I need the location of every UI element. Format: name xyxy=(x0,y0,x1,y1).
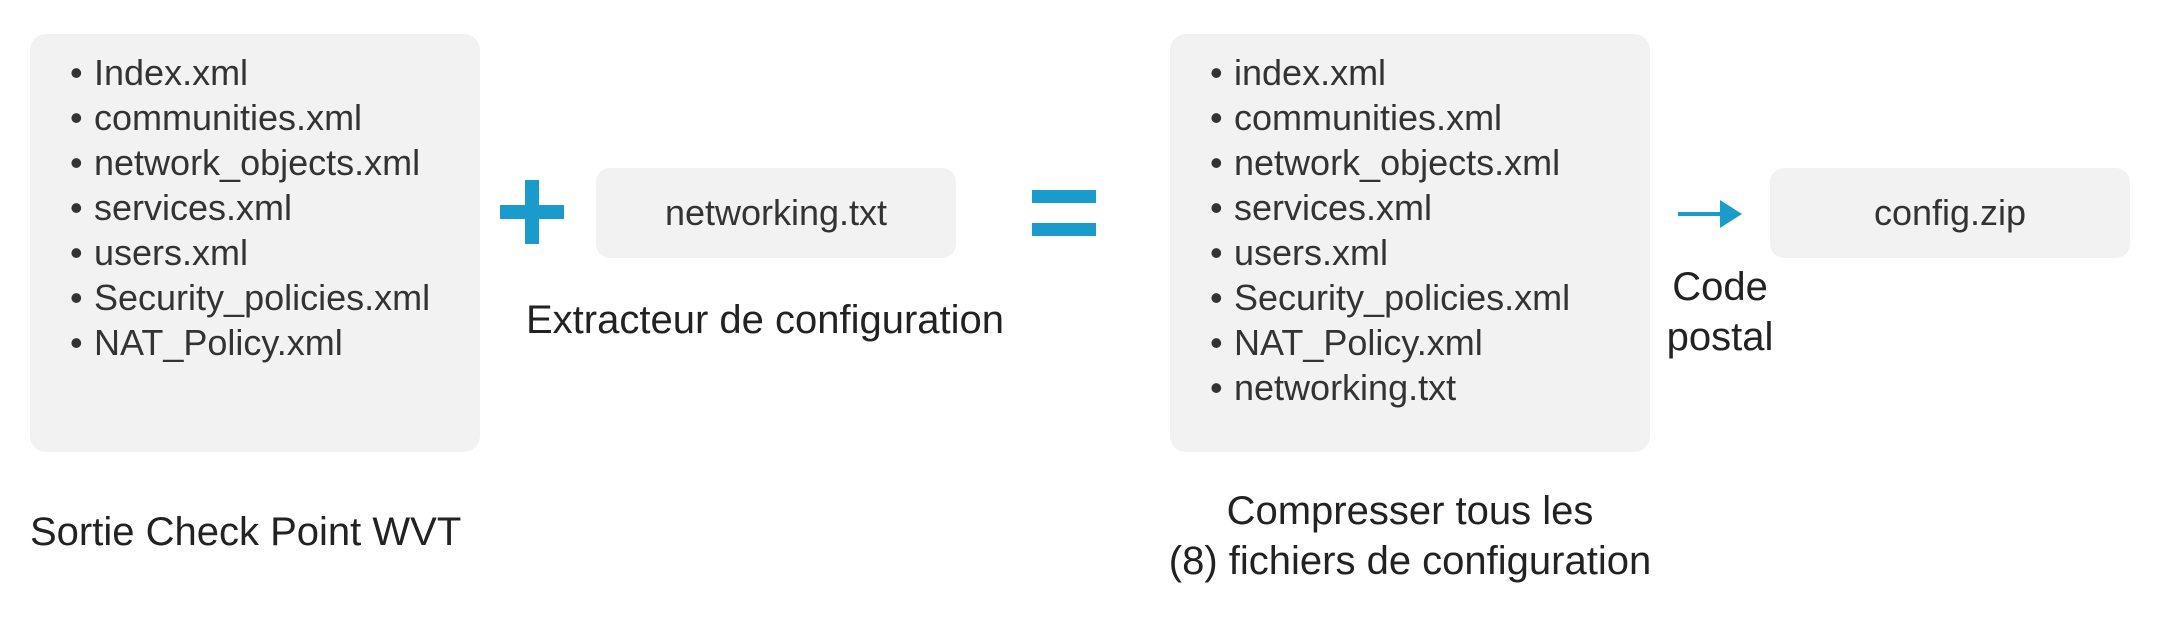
list-item: NAT_Policy.xml xyxy=(70,320,480,365)
zip-caption: Code postal xyxy=(1640,262,1800,362)
list-item: users.xml xyxy=(1210,230,1650,275)
config-extractor-caption: Extracteur de configuration xyxy=(526,298,1005,342)
wvt-file-list: Index.xml communities.xml network_object… xyxy=(30,34,480,365)
list-item: Security_policies.xml xyxy=(70,275,480,320)
networking-file-name: networking.txt xyxy=(664,192,888,233)
list-item: communities.xml xyxy=(1210,95,1650,140)
list-item: network_objects.xml xyxy=(70,140,480,185)
networking-file-box: networking.txt xyxy=(596,168,956,258)
list-item: Security_policies.xml xyxy=(1210,275,1650,320)
config-zip-name: config.zip xyxy=(1873,192,2027,233)
zip-caption-line2: postal xyxy=(1666,315,1774,359)
list-item: services.xml xyxy=(1210,185,1650,230)
list-item: network_objects.xml xyxy=(1210,140,1650,185)
wvt-output-caption: Sortie Check Point WVT xyxy=(30,510,462,554)
list-item: networking.txt xyxy=(1210,365,1650,410)
compress-caption-line1: Compresser tous les xyxy=(1226,489,1594,533)
list-item: Index.xml xyxy=(70,50,480,95)
wvt-output-files-box: Index.xml communities.xml network_object… xyxy=(30,34,480,452)
equals-icon xyxy=(1032,190,1096,236)
list-item: services.xml xyxy=(70,185,480,230)
config-zip-box: config.zip xyxy=(1770,168,2130,258)
plus-icon xyxy=(500,180,564,244)
list-item: users.xml xyxy=(70,230,480,275)
compress-caption: Compresser tous les (8) fichiers de conf… xyxy=(1130,486,1690,586)
combined-files-box: index.xml communities.xml network_object… xyxy=(1170,34,1650,452)
arrow-right-icon xyxy=(1678,200,1742,228)
compress-caption-line2: (8) fichiers de configuration xyxy=(1168,539,1652,583)
zip-caption-line1: Code xyxy=(1672,265,1768,309)
list-item: index.xml xyxy=(1210,50,1650,95)
list-item: communities.xml xyxy=(70,95,480,140)
list-item: NAT_Policy.xml xyxy=(1210,320,1650,365)
combined-file-list: index.xml communities.xml network_object… xyxy=(1170,34,1650,410)
